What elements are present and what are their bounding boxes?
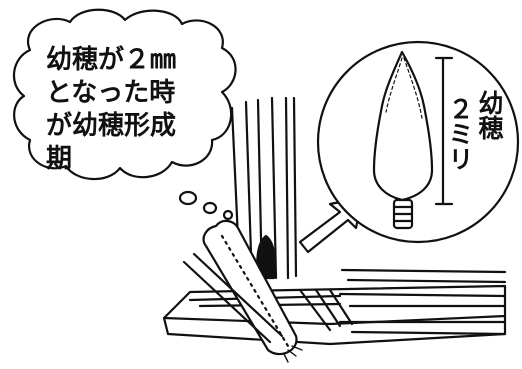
panicle-base <box>392 198 414 230</box>
bubble-line-1: 幼穂が２㎜ <box>46 45 177 75</box>
leaf-lines <box>338 268 507 336</box>
rice-stem <box>230 96 298 286</box>
cutting-knife <box>182 219 303 363</box>
thought-dot-large <box>178 190 198 206</box>
bubble-line-3: が幼穂形成 <box>46 111 177 141</box>
thought-dot-small <box>222 209 234 221</box>
magnified-view-circle <box>316 40 520 244</box>
young-panicle-in-stem <box>256 234 276 280</box>
speech-bubble-text: 幼穂が２㎜ となった時 が幼穂形成 期 <box>46 44 216 176</box>
label-2mm: ２ミリ <box>445 96 474 171</box>
label-young-panicle: 幼穂 <box>475 90 504 140</box>
speech-bubble-outline <box>12 8 237 181</box>
dimension-marker <box>434 56 454 206</box>
thought-dot-medium <box>202 201 218 215</box>
bubble-line-2: となった時 <box>46 78 176 108</box>
bubble-line-4: 期 <box>46 144 73 174</box>
